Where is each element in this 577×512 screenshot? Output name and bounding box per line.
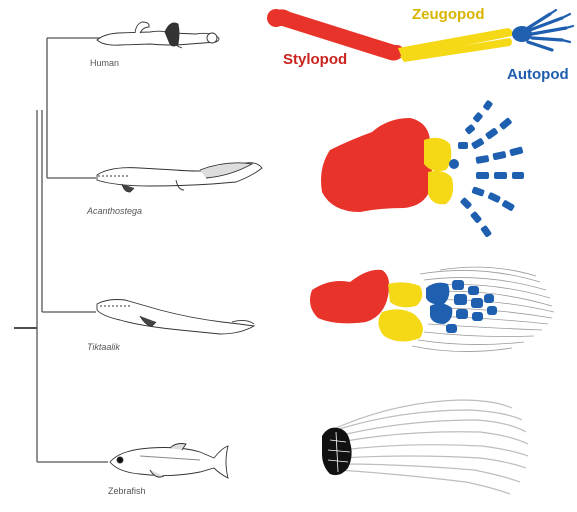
zeugopod-label: Zeugopod xyxy=(412,6,484,23)
acanthostega-stylopod xyxy=(321,118,432,212)
species-label-acanthostega: Acanthostega xyxy=(86,206,142,216)
species-label-human: Human xyxy=(90,58,119,68)
human-arm-diagram: Stylopod Zeugopod Autopod xyxy=(267,6,573,83)
zebrafish-fin xyxy=(322,400,528,494)
tiktaalik-silhouette xyxy=(97,300,254,335)
acanthostega-silhouette xyxy=(97,163,262,192)
species-label-tiktaalik: Tiktaalik xyxy=(87,342,120,352)
acanthostega-autopod xyxy=(449,100,524,238)
tiktaalik-fin xyxy=(310,267,554,351)
human-zeugopod xyxy=(398,28,513,62)
human-autopod xyxy=(512,10,573,50)
autopod-label: Autopod xyxy=(507,66,569,83)
tiktaalik-autopod xyxy=(426,280,497,333)
human-silhouette xyxy=(97,22,219,48)
zebrafish-silhouette xyxy=(110,444,228,479)
acanthostega-limb xyxy=(321,100,524,238)
stylopod-label: Stylopod xyxy=(283,51,347,68)
species-label-zebrafish: Zebrafish xyxy=(108,486,146,496)
tiktaalik-stylopod xyxy=(310,270,389,324)
phylogenetic-tree xyxy=(14,38,108,462)
zebrafish-fin-rays xyxy=(336,400,528,494)
